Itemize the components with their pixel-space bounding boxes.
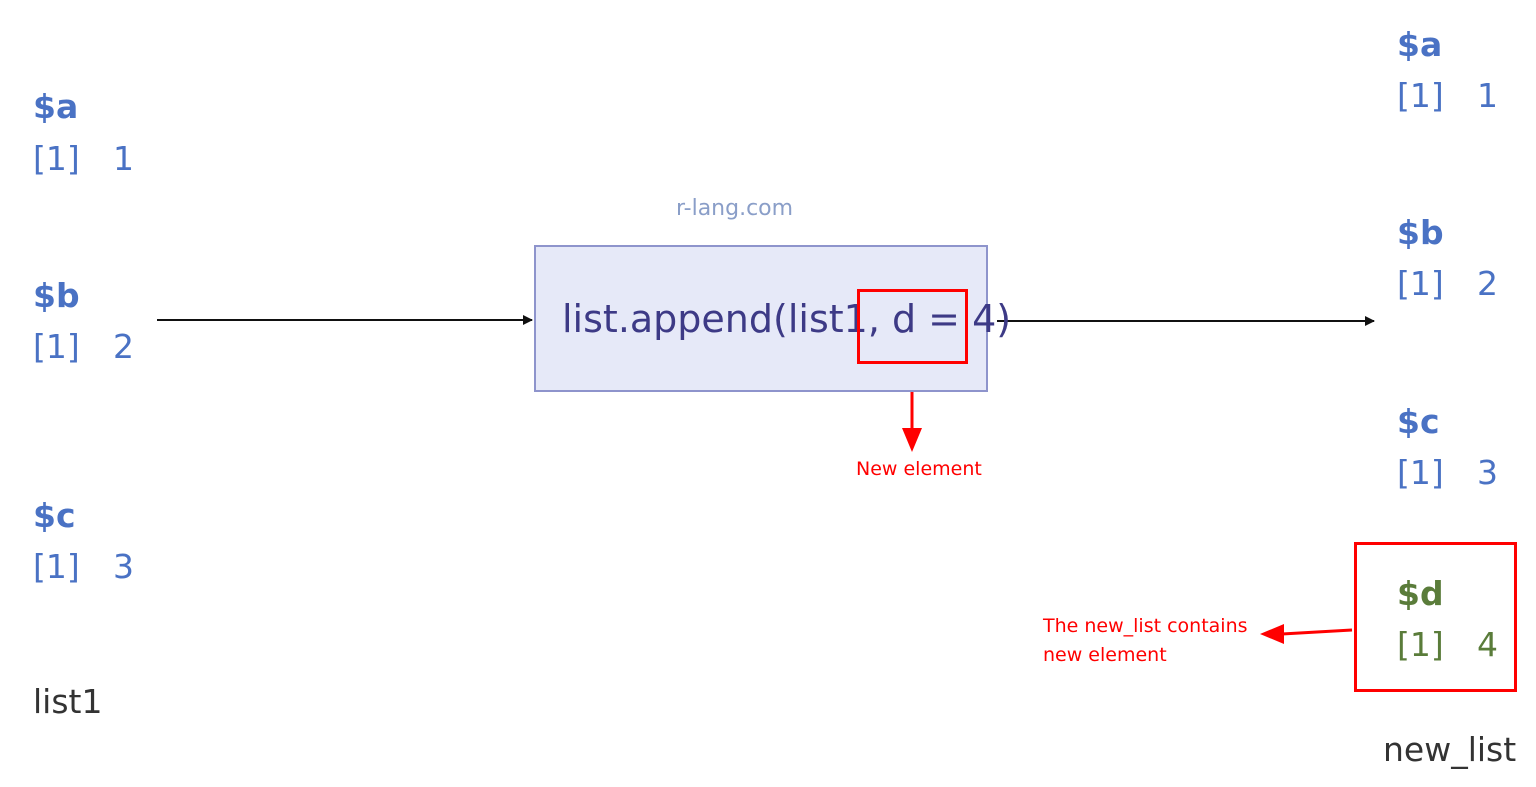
list1-element-a-name: $a (33, 87, 79, 126)
value-label: 2 (1477, 264, 1498, 303)
new-list-element-d-value: [1] 4 (1397, 628, 1498, 661)
value-label: 1 (1477, 76, 1498, 115)
function-call-prefix: list.append(list1, (562, 297, 892, 341)
new-list-annotation: The new_list contains new element (1043, 612, 1248, 671)
index-label: [1] (1397, 625, 1444, 664)
index-label: [1] (1397, 453, 1444, 492)
value-label: 4 (1477, 625, 1498, 664)
new-element-highlight-box (857, 289, 968, 364)
function-call-highlight: d = 4 (891, 297, 997, 341)
new-element-d-box (1354, 542, 1517, 692)
new-list-element-c-name: $c (1397, 402, 1440, 441)
new-list-label: new_list (1383, 730, 1517, 769)
list1-label: list1 (33, 682, 103, 721)
value-label: 3 (1477, 453, 1498, 492)
function-call-suffix: ) (996, 297, 1012, 341)
new-list-element-c-value: [1] 3 (1397, 456, 1498, 489)
value-label: 1 (113, 139, 134, 178)
new-list-element-a-value: [1] 1 (1397, 79, 1498, 112)
new-list-element-b-value: [1] 2 (1397, 267, 1498, 300)
function-call-text: list.append(list1, d = 4) (562, 300, 1011, 338)
index-label: [1] (1397, 264, 1444, 303)
value-label: 3 (113, 547, 134, 586)
list1-element-b-value: [1] 2 (33, 330, 134, 363)
index-label: [1] (33, 139, 80, 178)
list1-element-c-value: [1] 3 (33, 550, 134, 583)
new-list-element-b-name: $b (1397, 213, 1444, 252)
list1-element-c-name: $c (33, 496, 76, 535)
new-list-element-a-name: $a (1397, 25, 1443, 64)
function-call-box (534, 245, 988, 392)
new-list-element-d-name: $d (1397, 574, 1444, 613)
new-list-annotation-line1: The new_list contains (1043, 615, 1248, 637)
index-label: [1] (1397, 76, 1444, 115)
new-element-annotation: New element (856, 458, 982, 480)
list1-element-b-name: $b (33, 276, 80, 315)
index-label: [1] (33, 547, 80, 586)
watermark: r-lang.com (676, 196, 794, 221)
value-label: 2 (113, 327, 134, 366)
new-list-left-arrow (1260, 624, 1353, 644)
new-list-annotation-line2: new element (1043, 644, 1167, 667)
list1-element-a-value: [1] 1 (33, 142, 134, 175)
index-label: [1] (33, 327, 80, 366)
